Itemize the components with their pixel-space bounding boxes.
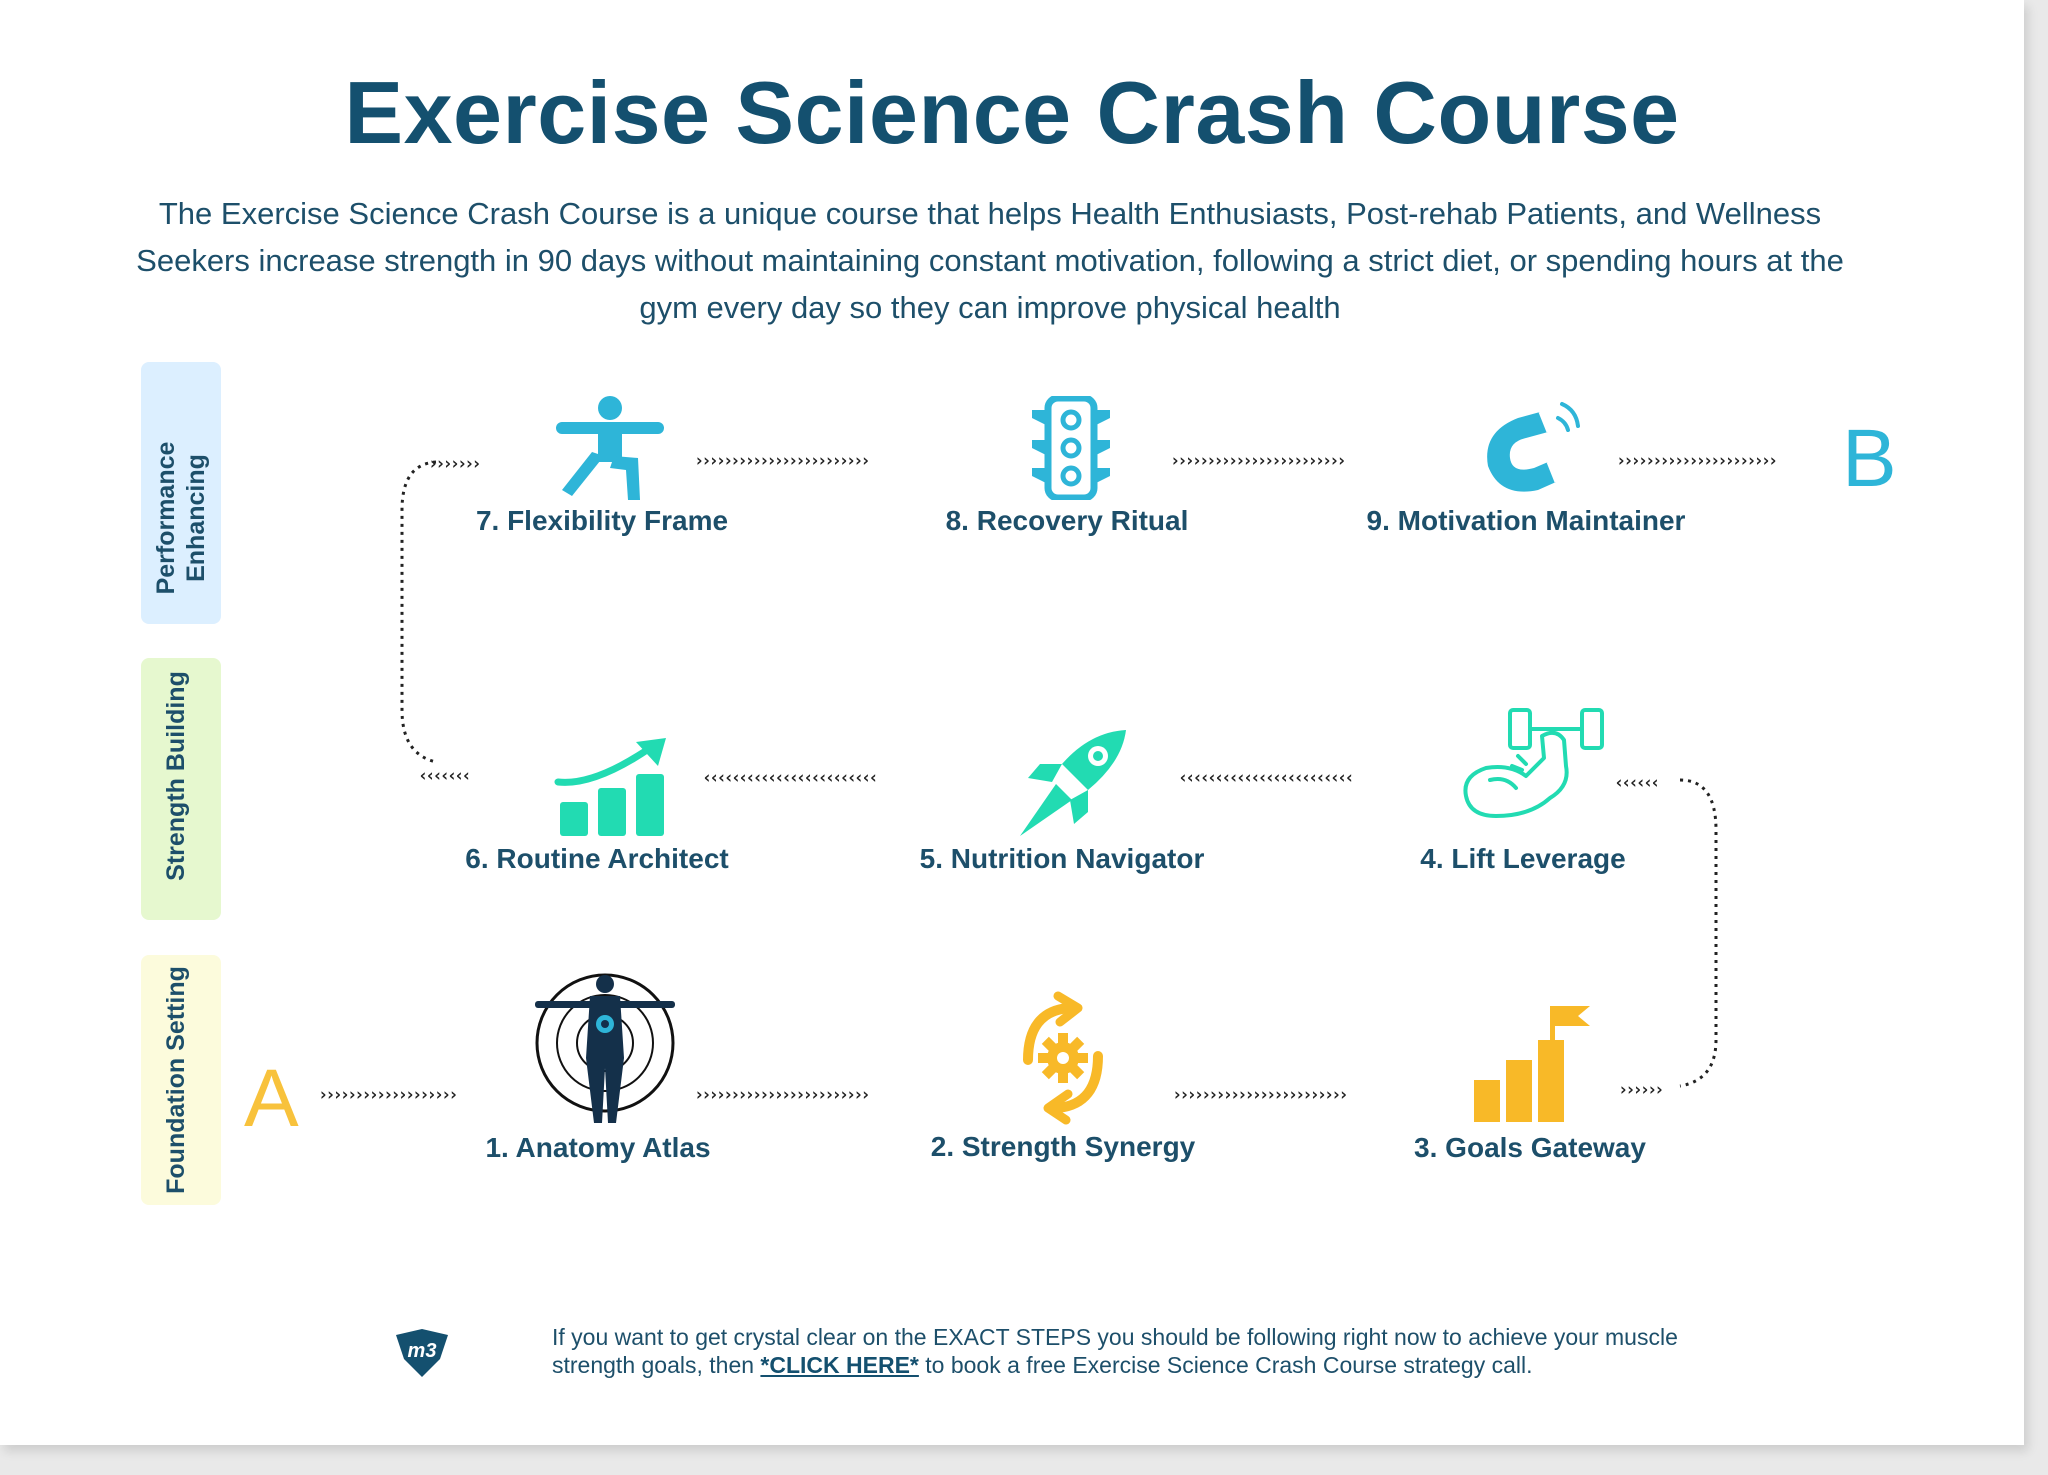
step-3-label: 3. Goals Gateway bbox=[1414, 1132, 1646, 1163]
click-here-link[interactable]: *CLICK HERE* bbox=[760, 1352, 919, 1378]
footer-text-before: If you want to get crystal clear on the … bbox=[552, 1324, 1678, 1378]
stage-band-strength bbox=[141, 658, 221, 920]
rocket-icon bbox=[1020, 730, 1126, 836]
arrow-9-to-b: ›››››››››››››››››››››› bbox=[1616, 451, 1778, 471]
infographic-page: Exercise Science Crash Course The Exerci… bbox=[0, 0, 2024, 1445]
footer-text-after: to book a free Exercise Science Crash Co… bbox=[918, 1352, 1533, 1378]
arrow-into-7: ››››››› bbox=[428, 454, 482, 474]
arrow-7-to-8: ›››››››››››››››››››››››› bbox=[694, 451, 871, 471]
arrow-2-to-3: ›››››››››››››››››››››››› bbox=[1172, 1085, 1349, 1105]
arrow-a-to-1: ››››››››››››››››››› bbox=[318, 1085, 458, 1105]
step-7-label: 7. Flexibility Frame bbox=[475, 505, 729, 536]
gear-cycle-icon bbox=[1023, 991, 1103, 1125]
m3-logo-icon: m3 bbox=[396, 1329, 448, 1377]
arrow-3-to-4-start: ›››››› bbox=[1618, 1080, 1664, 1100]
arrow-5-to-6: ‹‹‹‹‹‹‹‹‹‹‹‹‹‹‹‹‹‹‹‹‹‹‹‹ bbox=[702, 768, 879, 788]
goal-bar-flag-icon bbox=[1474, 1006, 1590, 1122]
arrow-4-to-5: ‹‹‹‹‹‹‹‹‹‹‹‹‹‹‹‹‹‹‹‹‹‹‹‹ bbox=[1178, 768, 1355, 788]
step-6-label: 6. Routine Architect bbox=[465, 843, 729, 874]
footer-callout: If you want to get crystal clear on the … bbox=[552, 1323, 1752, 1379]
step-5-label: 5. Nutrition Navigator bbox=[919, 843, 1205, 874]
traffic-light-icon bbox=[1032, 396, 1110, 500]
step-2-label: 2. Strength Synergy bbox=[930, 1131, 1196, 1162]
step-9-label: 9. Motivation Maintainer bbox=[1366, 505, 1686, 536]
page-title: Exercise Science Crash Course bbox=[344, 63, 1680, 162]
step-1-label: 1. Anatomy Atlas bbox=[485, 1132, 711, 1163]
stage-band-performance bbox=[141, 362, 221, 624]
growth-chart-icon bbox=[554, 738, 666, 836]
magnet-icon bbox=[1487, 402, 1580, 492]
start-point-label: A bbox=[244, 1053, 299, 1144]
course-description: The Exercise Science Crash Course is a u… bbox=[136, 196, 1844, 325]
flexing-arm-dumbbell-icon bbox=[1463, 708, 1604, 818]
m3-logo-text: m3 bbox=[408, 1340, 437, 1362]
stretching-person-icon bbox=[556, 396, 664, 500]
arrow-8-to-9: ›››››››››››››››››››››››› bbox=[1170, 451, 1347, 471]
stage-label-strength: Strength Building bbox=[162, 671, 190, 881]
anatomy-body-icon bbox=[535, 973, 675, 1123]
arrow-6-to-7-start: ‹‹‹‹‹‹‹ bbox=[418, 766, 472, 786]
stage-band-foundation bbox=[141, 955, 221, 1205]
arrow-1-to-2: ›››››››››››››››››››››››› bbox=[694, 1085, 871, 1105]
stage-label-foundation: Foundation Setting bbox=[162, 966, 190, 1194]
end-point-label: B bbox=[1842, 413, 1897, 504]
arrow-into-4: ‹‹‹‹‹‹ bbox=[1614, 773, 1660, 793]
step-8-label: 8. Recovery Ritual bbox=[945, 505, 1189, 536]
connector-3-to-4 bbox=[1679, 778, 1718, 1088]
step-4-label: 4. Lift Leverage bbox=[1420, 843, 1626, 874]
connector-6-to-7 bbox=[400, 460, 437, 764]
